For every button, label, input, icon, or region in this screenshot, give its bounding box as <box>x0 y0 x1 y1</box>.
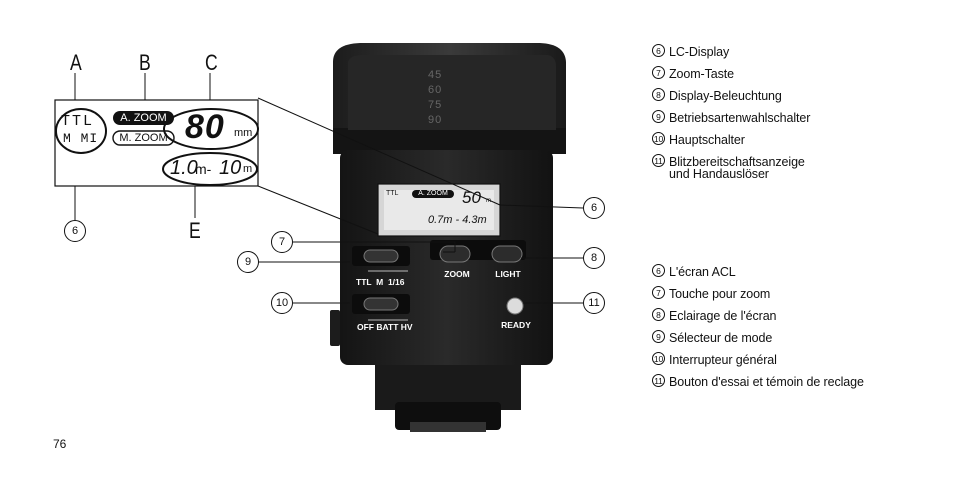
label-c: C <box>205 50 218 75</box>
page-number: 76 <box>53 437 67 451</box>
flash-display <box>377 183 501 237</box>
control-panel <box>352 240 526 321</box>
label-a: A <box>70 50 82 75</box>
lcd-range-end: 10 <box>219 157 242 179</box>
flash-display-focal: 50 <box>462 188 481 207</box>
zoom-scale: 45 60 75 90 <box>428 69 443 126</box>
callout-8: 8 <box>583 247 605 269</box>
leader-lines <box>74 73 584 304</box>
lcd-focal-length: 80 <box>185 108 225 146</box>
lcd-enlargement <box>54 99 259 187</box>
callout-6-left: 6 <box>64 220 86 242</box>
lcd-range-start: 1.0 <box>170 157 198 179</box>
flash-display-range: 0.7m - 4.3m <box>428 214 487 226</box>
flash-display-ttl: TTL <box>386 190 399 197</box>
lcd-range-unit: m <box>243 163 253 175</box>
legend-de-item-continuation: und Handauslöser <box>669 167 769 181</box>
zoom-button-label: ZOOM <box>444 269 470 279</box>
mode-switch-scale: TTL M 1/16 <box>356 277 405 287</box>
label-b: B <box>139 50 151 75</box>
flash-head <box>333 43 566 154</box>
flash-foot <box>375 360 521 432</box>
callout-6-right: 6 <box>583 197 605 219</box>
callout-11: 11 <box>583 292 605 314</box>
flash-display-focal-unit: m <box>486 198 491 204</box>
lcd-m-zoom: M. ZOOM <box>119 132 168 144</box>
callout-7: 7 <box>271 231 293 253</box>
lcd-a-zoom: A. ZOOM <box>120 112 167 124</box>
flash-display-a-zoom: A. ZOOM <box>418 190 448 197</box>
lcd-range-separator: m- <box>195 161 212 177</box>
ready-label: READY <box>501 320 531 330</box>
light-button-label: LIGHT <box>495 269 521 279</box>
lcd-m-marks: M MI <box>63 131 99 146</box>
label-e: E <box>189 218 201 243</box>
power-switch-scale: OFF BATT HV <box>357 322 413 332</box>
lcd-ttl: TTL <box>61 113 95 130</box>
callout-10: 10 <box>271 292 293 314</box>
callout-9: 9 <box>237 251 259 273</box>
lcd-focal-unit: mm <box>234 127 253 139</box>
